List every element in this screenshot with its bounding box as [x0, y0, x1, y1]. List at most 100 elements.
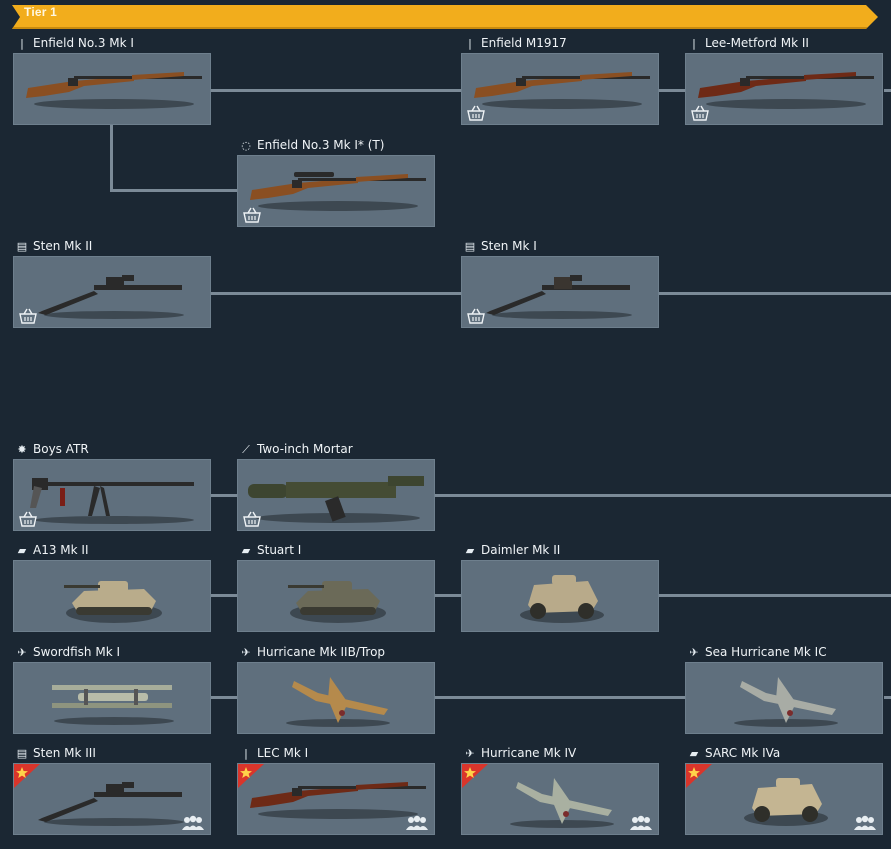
unit-card[interactable]	[685, 763, 883, 835]
unit-image	[64, 581, 162, 623]
unit-card[interactable]	[237, 155, 435, 227]
unit-image	[520, 575, 604, 623]
star-icon	[14, 764, 40, 788]
unit-card[interactable]	[13, 662, 211, 734]
unit-title: ✈ Hurricane Mk IIB/Trop	[239, 644, 449, 660]
unit-image	[744, 778, 828, 826]
unit-title: ▰A13 Mk II	[15, 542, 225, 558]
plane-icon: ✈	[465, 747, 475, 760]
basket-icon[interactable]	[242, 511, 262, 527]
connector	[110, 125, 113, 191]
rifle-icon: |	[692, 37, 696, 50]
plane-icon: ✈	[17, 646, 27, 659]
rifle-icon: |	[20, 37, 24, 50]
unit-name: Daimler Mk II	[481, 543, 561, 557]
plane-icon: ✈	[241, 646, 251, 659]
unit-image	[486, 275, 632, 319]
magazine-icon: ▤	[464, 240, 476, 253]
tank-icon: ▰	[689, 747, 699, 760]
unit-title: ✈ Swordfish Mk I	[15, 644, 225, 660]
unit-card[interactable]	[237, 459, 435, 531]
unit-card[interactable]	[237, 662, 435, 734]
squad-icon	[180, 815, 206, 831]
crosshair-icon: ◌	[241, 139, 251, 152]
unit-card[interactable]	[461, 256, 659, 328]
unit-name: Sten Mk II	[33, 239, 93, 253]
unit-title: | Lee-Metford Mk II	[687, 35, 891, 51]
unit-title: ▰Daimler Mk II	[463, 542, 673, 558]
unit-name: SARC Mk IVa	[705, 746, 781, 760]
unit-card[interactable]	[13, 53, 211, 125]
unit-card[interactable]	[237, 763, 435, 835]
connector	[210, 696, 238, 699]
squad-icon	[628, 815, 654, 831]
connector	[434, 594, 462, 597]
unit-card[interactable]	[13, 763, 211, 835]
unit-name: Boys ATR	[33, 442, 89, 456]
connector	[434, 494, 891, 497]
unit-card[interactable]	[13, 459, 211, 531]
unit-image	[734, 677, 838, 727]
tank-icon: ▰	[17, 544, 27, 557]
rifle-icon: |	[468, 37, 472, 50]
unit-card[interactable]	[13, 560, 211, 632]
unit-card[interactable]	[685, 53, 883, 125]
unit-name: Sea Hurricane Mk IC	[705, 645, 827, 659]
unit-card[interactable]	[461, 560, 659, 632]
connector	[210, 494, 238, 497]
rifle-icon: |	[244, 747, 248, 760]
unit-title: |LEC Mk I	[239, 745, 449, 761]
unit-name: Hurricane Mk IIB/Trop	[257, 645, 386, 659]
magazine-icon: ▤	[16, 747, 28, 760]
unit-name: Enfield No.3 Mk I* (T)	[257, 138, 385, 152]
unit-image	[38, 275, 184, 319]
unit-image	[474, 72, 650, 109]
unit-name: Lee-Metford Mk II	[705, 36, 809, 50]
unit-card[interactable]	[461, 53, 659, 125]
explosion-icon: ✸	[17, 443, 27, 456]
unit-card[interactable]	[685, 662, 883, 734]
basket-icon[interactable]	[18, 308, 38, 324]
squad-icon	[852, 815, 878, 831]
unit-title: ✈Sea Hurricane Mk IC	[687, 644, 891, 660]
basket-icon[interactable]	[242, 207, 262, 223]
connector	[210, 89, 462, 92]
unit-title: ▤Sten Mk II	[15, 238, 225, 254]
unit-card[interactable]	[237, 560, 435, 632]
connector	[884, 89, 891, 92]
unit-name: Hurricane Mk IV	[481, 746, 577, 760]
tier-banner	[12, 5, 878, 29]
basket-icon[interactable]	[466, 105, 486, 121]
star-icon	[686, 764, 712, 788]
unit-image	[698, 72, 874, 109]
unit-title: ✸ Boys ATR	[15, 441, 225, 457]
unit-image	[510, 778, 614, 828]
unit-image	[250, 782, 426, 819]
connector	[884, 696, 891, 699]
unit-title: ▰ SARC Mk IVa	[687, 745, 891, 761]
squad-icon	[404, 815, 430, 831]
connector	[658, 292, 891, 295]
unit-card[interactable]	[13, 256, 211, 328]
unit-title: ▤Sten Mk I	[463, 238, 673, 254]
unit-name: Swordfish Mk I	[33, 645, 120, 659]
unit-card[interactable]	[461, 763, 659, 835]
connector	[434, 696, 686, 699]
unit-image	[250, 172, 426, 211]
basket-icon[interactable]	[690, 105, 710, 121]
unit-name: Stuart I	[257, 543, 302, 557]
unit-image	[26, 72, 202, 109]
star-icon	[462, 764, 488, 788]
unit-image	[248, 476, 424, 523]
connector	[110, 189, 238, 192]
basket-icon[interactable]	[18, 511, 38, 527]
unit-image	[286, 677, 390, 727]
unit-title: ▰Stuart I	[239, 542, 449, 558]
unit-name: Two-inch Mortar	[257, 442, 353, 456]
unit-image	[288, 581, 386, 623]
unit-title: |Enfield No.3 Mk I	[15, 35, 225, 51]
basket-icon[interactable]	[466, 308, 486, 324]
unit-title: ◌ Enfield No.3 Mk I* (T)	[239, 137, 449, 153]
star-icon	[238, 764, 264, 788]
unit-image	[30, 478, 194, 524]
